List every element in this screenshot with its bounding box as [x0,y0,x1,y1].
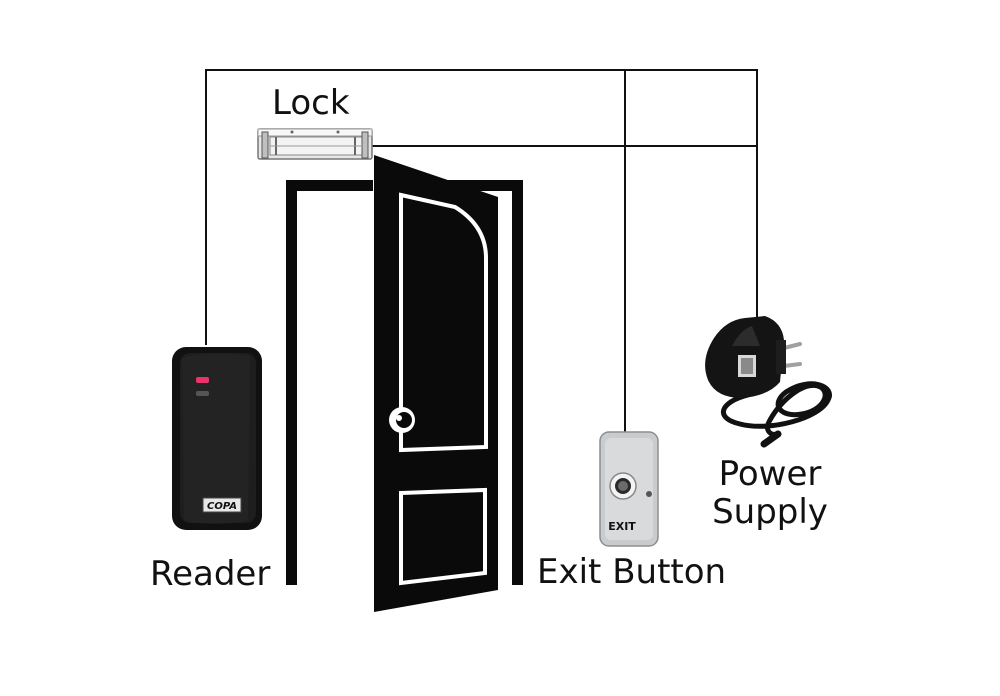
power-supply-label-line2: Supply [712,492,828,532]
power-supply-label-line1: Power [718,454,822,494]
door-knob-icon [389,407,415,433]
card-reader-icon: COPA [172,347,262,530]
door-frame [286,180,523,585]
magnetic-lock-icon [257,128,373,160]
door-lower-panel [399,487,487,586]
door [374,155,498,612]
reader-label: Reader [150,554,271,594]
reader-brand-logo: COPA [207,501,237,512]
wire-reader-to-top [205,69,758,345]
exit-plate-label: EXIT [608,520,636,533]
door-upper-panel [399,192,488,453]
power-supply-icon [705,316,832,448]
wiring [205,69,758,432]
power-supply-label: Power Supply [700,455,840,531]
exit-button-icon: EXIT [599,431,659,547]
reader-green-led [196,391,209,396]
reader-red-led [196,377,209,383]
power-cable [720,381,832,437]
exit-button-label: Exit Button [537,552,727,592]
lock-label: Lock [272,83,350,123]
